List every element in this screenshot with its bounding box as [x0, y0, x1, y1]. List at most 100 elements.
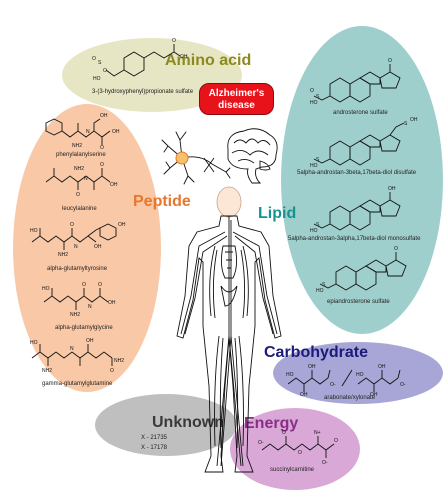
- disease-label-line2: disease: [218, 100, 255, 111]
- alpha-glutamyltyrosine-structure: HO NH2 O N OH OH: [30, 222, 126, 258]
- svg-text:HO: HO: [93, 76, 101, 82]
- svg-text:O: O: [298, 450, 302, 456]
- carbohydrate-region: [273, 342, 443, 404]
- svg-text:O: O: [70, 222, 74, 228]
- svg-text:O: O: [82, 282, 86, 288]
- arabonate-xylonate-structure: HO OH OH O- HO OH OH O-: [286, 364, 406, 398]
- svg-text:S: S: [316, 157, 320, 163]
- androsterone-sulfate-structure: O HO S O: [310, 58, 401, 106]
- svg-text:HO: HO: [310, 228, 318, 234]
- brain-icon: [227, 128, 278, 184]
- amino-acid-metabolite-1: 3-(3-hydroxyphenyl)propionate sulfate: [92, 89, 194, 95]
- svg-text:O-: O-: [258, 440, 264, 446]
- svg-text:O: O: [334, 438, 338, 444]
- svg-text:OH: OH: [100, 113, 108, 119]
- svg-text:HO: HO: [310, 100, 318, 106]
- svg-text:OH: OH: [180, 54, 188, 60]
- svg-text:OH: OH: [108, 300, 116, 306]
- svg-text:O: O: [388, 58, 392, 64]
- lipid-title: Lipid: [258, 205, 297, 222]
- svg-text:HO: HO: [30, 228, 38, 234]
- svg-text:N+: N+: [314, 430, 321, 436]
- unknown-title: Unknown: [152, 414, 224, 431]
- svg-text:N: N: [86, 129, 90, 135]
- svg-text:N: N: [88, 304, 92, 310]
- svg-text:S: S: [404, 121, 408, 127]
- svg-text:OH: OH: [300, 392, 308, 398]
- svg-text:O-: O-: [330, 382, 336, 388]
- androstan-diol-disulfate-structure: HO S S OH: [310, 117, 418, 169]
- svg-text:OH: OH: [308, 364, 316, 370]
- lipid-metabolite-4: epiandrosterone sulfate: [327, 299, 390, 305]
- alpha-glutamylglycine-structure: HO NH2 O N O OH: [42, 282, 116, 318]
- epiandrosterone-sulfate-structure: HO S O: [316, 246, 407, 294]
- energy-title: Energy: [244, 415, 299, 432]
- svg-text:O: O: [282, 430, 286, 436]
- lipid-metabolite-3: 5alpha-androstan-3alpha,17beta-diol mono…: [288, 236, 421, 242]
- svg-text:OH: OH: [110, 182, 118, 188]
- peptide-metabolite-1: phenylalanylserine: [56, 152, 106, 158]
- svg-text:O: O: [172, 38, 176, 44]
- energy-metabolite-1: succinylcarnitine: [270, 467, 315, 473]
- svg-text:NH2: NH2: [114, 358, 124, 364]
- svg-text:HO: HO: [42, 286, 50, 292]
- svg-text:HO: HO: [30, 340, 38, 346]
- androstan-diol-monosulfate-structure: HO S OH: [310, 186, 401, 234]
- svg-text:HO: HO: [310, 163, 318, 169]
- svg-text:O: O: [92, 56, 96, 62]
- svg-text:N: N: [70, 346, 74, 352]
- amino-acid-title: Amino acid: [165, 52, 252, 69]
- svg-text:OH: OH: [410, 117, 418, 123]
- unknown-region: [95, 394, 237, 456]
- svg-text:S: S: [316, 94, 320, 100]
- svg-text:O: O: [394, 246, 398, 252]
- disease-label-line1: Alzheimer's: [208, 88, 265, 99]
- svg-text:S: S: [316, 222, 320, 228]
- svg-text:NH2: NH2: [70, 312, 80, 318]
- svg-text:O: O: [110, 368, 114, 374]
- svg-text:OH: OH: [388, 186, 396, 192]
- svg-text:NH2: NH2: [72, 143, 82, 149]
- svg-text:O: O: [100, 145, 104, 151]
- peptide-metabolite-5: gamma-glutamylglutamine: [42, 381, 113, 387]
- svg-text:HO: HO: [356, 372, 364, 378]
- svg-text:OH: OH: [86, 338, 94, 344]
- human-body-icon: [176, 186, 282, 473]
- svg-text:S: S: [98, 60, 102, 66]
- svg-text:O: O: [100, 162, 104, 168]
- unknown-metabolite-2: X - 17178: [141, 445, 168, 451]
- peptide-metabolite-3: alpha-glutamyltyrosine: [47, 266, 108, 272]
- peptide-metabolite-4: alpha-glutamylglycine: [55, 325, 113, 331]
- phenylalanylserine-structure: NH2 O N OH OH: [45, 113, 120, 151]
- leucylalanine-structure: NH2 O N O OH: [45, 162, 118, 198]
- svg-text:O: O: [310, 88, 314, 94]
- carbohydrate-title: Carbohydrate: [264, 344, 369, 361]
- carbohydrate-metabolite-1: arabonate/xylonate: [324, 395, 376, 401]
- svg-text:O: O: [76, 192, 80, 198]
- lipid-metabolite-2: 5alpha-androstan-3beta,17beta-diol disul…: [297, 170, 417, 176]
- unknown-metabolite-1: X - 21735: [141, 435, 168, 441]
- svg-text:OH: OH: [378, 364, 386, 370]
- gamma-glutamylglutamine-structure: HO NH2 N OH NH2 O: [30, 338, 124, 374]
- svg-text:NH2: NH2: [74, 166, 84, 172]
- svg-text:O: O: [98, 282, 102, 288]
- lipid-region: [281, 26, 443, 334]
- disease-badge: Alzheimer's disease: [199, 83, 274, 115]
- svg-text:OH: OH: [118, 222, 126, 228]
- svg-text:S: S: [322, 282, 326, 288]
- peptide-region: [13, 104, 161, 392]
- svg-text:OH: OH: [94, 244, 102, 250]
- hydroxyphenylpropionate-sulfate-structure: O HO S O O OH: [92, 38, 188, 82]
- svg-text:HO: HO: [316, 288, 324, 294]
- peptide-title: Peptide: [133, 193, 191, 210]
- svg-text:N: N: [74, 244, 78, 250]
- svg-text:HO: HO: [286, 372, 294, 378]
- peptide-metabolite-2: leucylalanine: [62, 206, 97, 212]
- svg-text:O-: O-: [322, 460, 328, 466]
- succinylcarnitine-structure: O- O O N+ O- O: [258, 430, 338, 466]
- svg-text:NH2: NH2: [42, 368, 52, 374]
- lipid-metabolite-1: androsterone sulfate: [333, 110, 388, 116]
- svg-text:O-: O-: [400, 382, 406, 388]
- svg-text:OH: OH: [112, 129, 120, 135]
- svg-text:NH2: NH2: [58, 252, 68, 258]
